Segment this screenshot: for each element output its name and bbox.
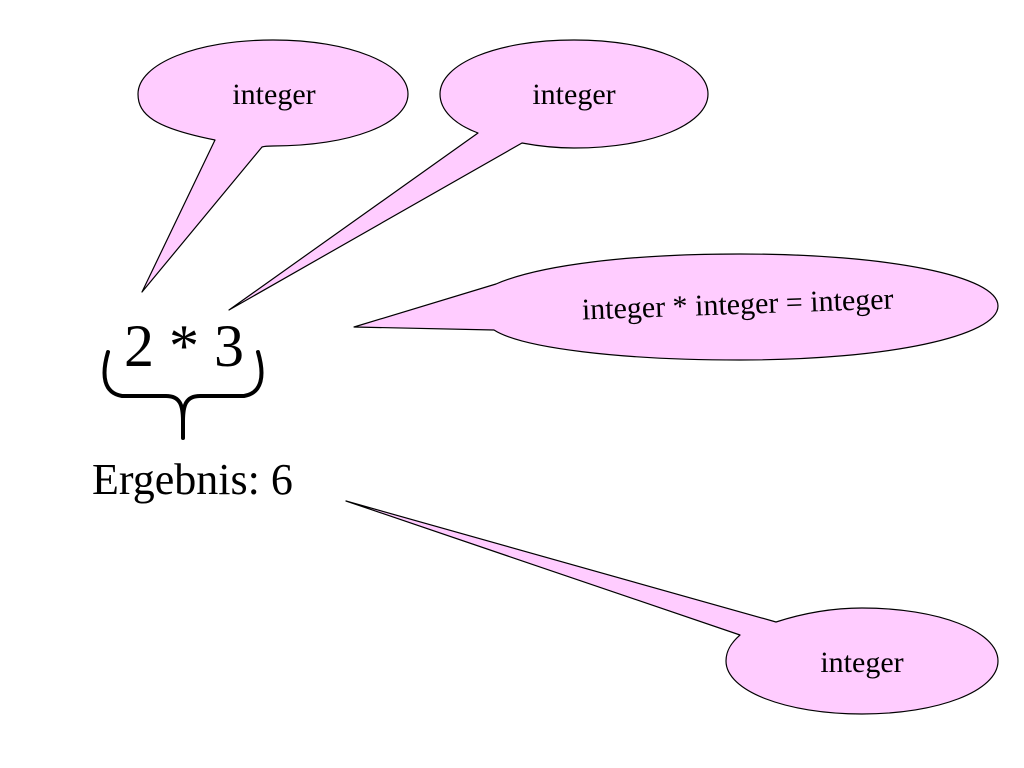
callout-left-operand-bubble (137, 39, 409, 293)
expression: 2 * 3 (124, 313, 244, 379)
callout-right-operand: integer (228, 39, 709, 311)
callout-left-operand-label: integer (232, 78, 315, 111)
callout-result-type-bubble (345, 500, 999, 715)
callout-right-operand-label: integer (532, 78, 615, 111)
underbrace (102, 350, 264, 440)
callout-right-operand-bubble (228, 39, 709, 311)
result-label: Ergebnis: 6 (92, 455, 293, 504)
callout-result-type-label: integer (820, 646, 903, 679)
callout-operation: integer * integer = integer (353, 253, 999, 361)
callout-result-type: integer (345, 500, 999, 715)
callout-left-operand: integer (137, 39, 409, 293)
callout-operation-bubble (353, 253, 999, 361)
